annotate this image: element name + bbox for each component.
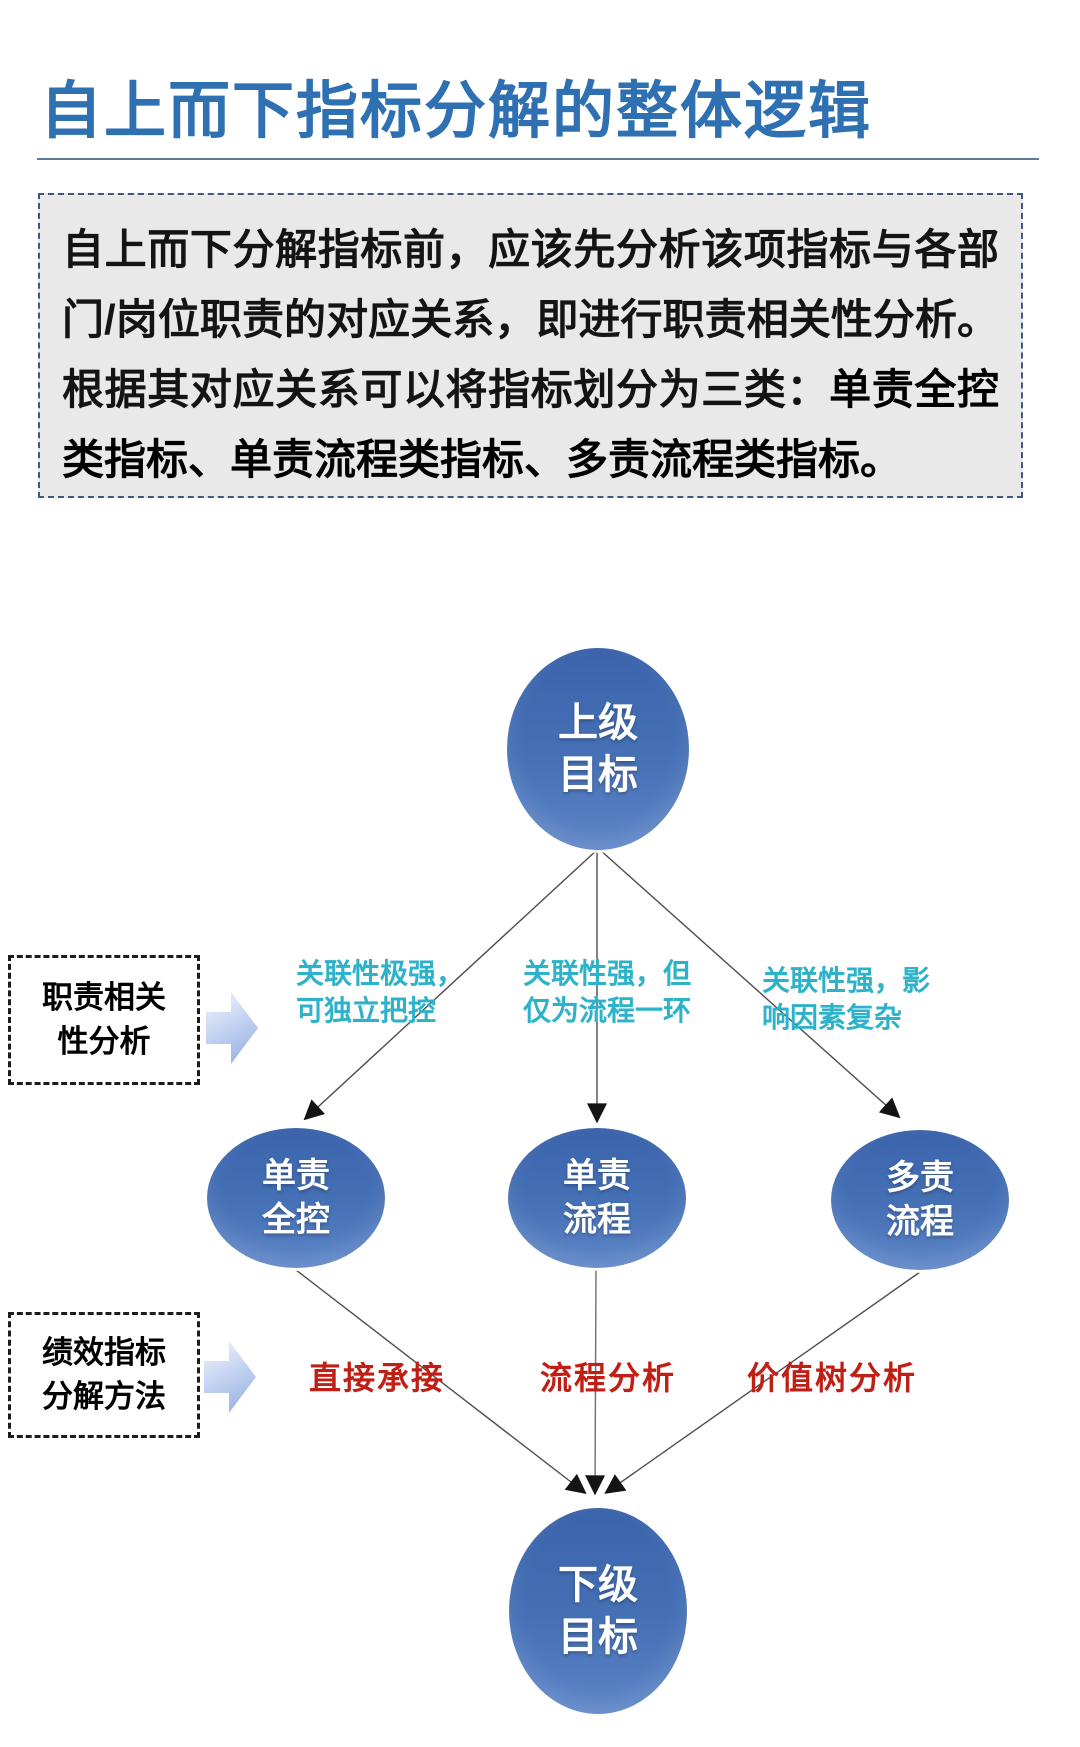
connector-left-to-bottom bbox=[295, 1269, 587, 1495]
relation-label-strong-complex: 关联性强，影 响因素复杂 bbox=[762, 962, 930, 1036]
relation-label-line1: 关联性强，影 bbox=[762, 965, 931, 996]
node-label-line2: 流程 bbox=[563, 1201, 631, 1239]
page-title: 自上而下指标分解的整体逻辑 bbox=[40, 77, 873, 146]
relation-label-strong-process-link: 关联性强，但 仅为流程一环 bbox=[523, 955, 691, 1029]
top-goal-label-line1: 上级 bbox=[558, 701, 638, 745]
decomposition-method-line2: 分解方法 bbox=[42, 1379, 166, 1414]
connector-middle-to-bottom bbox=[585, 1269, 606, 1496]
right-arrow-icon bbox=[206, 992, 258, 1064]
node-label-line1: 单责 bbox=[262, 1157, 330, 1195]
connector-right-to-bottom bbox=[604, 1271, 921, 1494]
multi-duty-process-node: 多责 流程 bbox=[831, 1130, 1009, 1270]
method-label-value-tree-analysis: 价值树分析 bbox=[747, 1360, 918, 1396]
relation-label-line2: 响因素复杂 bbox=[762, 1002, 903, 1033]
lower-goal-node: 下级 目标 bbox=[509, 1508, 687, 1714]
responsibility-analysis-line2: 性分析 bbox=[57, 1024, 151, 1059]
method-label-process-analysis: 流程分析 bbox=[540, 1360, 677, 1396]
single-duty-full-control-node: 单责 全控 bbox=[207, 1128, 385, 1268]
intro-text-bold: 单责全控类指标、单责流程类指标、多责流程类指标。 bbox=[62, 366, 999, 483]
relation-label-line1: 关联性强，但 bbox=[523, 958, 692, 989]
single-duty-process-node: 单责 流程 bbox=[508, 1128, 686, 1268]
node-label-line2: 流程 bbox=[886, 1203, 954, 1241]
node-label-line2: 全控 bbox=[262, 1201, 330, 1239]
title-underline bbox=[37, 158, 1039, 160]
decomposition-method-line1: 绩效指标 bbox=[42, 1335, 166, 1370]
method-label-direct-undertake: 直接承接 bbox=[309, 1360, 446, 1396]
intro-text: 自上而下分解指标前，应该先分析该项指标与各部门/岗位职责的对应关系，即进行职责相… bbox=[62, 226, 999, 413]
connector-top-to-right bbox=[598, 848, 901, 1119]
connector-top-to-left bbox=[303, 848, 599, 1121]
decomposition-method-box: 绩效指标 分解方法 bbox=[8, 1312, 200, 1438]
lower-goal-label-line2: 目标 bbox=[558, 1615, 638, 1659]
node-label-line1: 多责 bbox=[886, 1159, 954, 1197]
relation-label-strong-independent: 关联性极强， 可独立把控 bbox=[296, 955, 464, 1029]
top-goal-node: 上级 目标 bbox=[507, 648, 689, 850]
relation-label-line2: 可独立把控 bbox=[296, 995, 437, 1026]
top-goal-label-line2: 目标 bbox=[558, 753, 638, 797]
node-label-line1: 单责 bbox=[563, 1157, 631, 1195]
responsibility-analysis-line1: 职责相关 bbox=[42, 980, 166, 1015]
relation-label-line2: 仅为流程一环 bbox=[523, 995, 692, 1026]
relation-label-line1: 关联性极强， bbox=[296, 958, 465, 989]
lower-goal-label-line1: 下级 bbox=[558, 1563, 638, 1607]
intro-box: 自上而下分解指标前，应该先分析该项指标与各部门/岗位职责的对应关系，即进行职责相… bbox=[38, 193, 1023, 498]
right-arrow-icon bbox=[204, 1341, 256, 1413]
responsibility-analysis-box: 职责相关 性分析 bbox=[8, 955, 200, 1085]
